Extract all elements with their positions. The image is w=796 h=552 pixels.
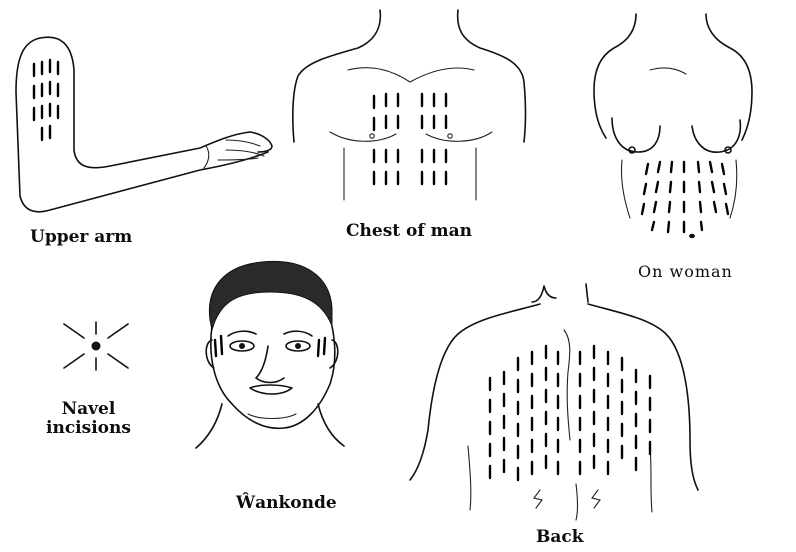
caption-navel-line1: Navel — [46, 400, 131, 419]
caption-chest-of-man: Chest of man — [346, 222, 472, 241]
caption-navel-line2: incisions — [46, 419, 131, 438]
navel-incisions-drawing — [64, 322, 128, 370]
wankonde-head-drawing — [196, 261, 344, 448]
wankonde-facial-scar-marks — [215, 336, 325, 356]
caption-back: Back — [536, 528, 584, 547]
upper-arm-scar-marks — [34, 60, 58, 140]
man-chest-drawing — [293, 10, 526, 200]
caption-upper-arm: Upper arm — [30, 228, 132, 247]
caption-wankonde: Ŵankonde — [236, 494, 337, 513]
woman-abdomen-scar-marks — [642, 162, 728, 232]
caption-navel-incisions: Navel incisions — [46, 400, 131, 438]
caption-on-woman: On woman — [638, 262, 733, 281]
upper-arm-drawing — [16, 37, 272, 212]
back-scar-marks — [490, 346, 650, 508]
back-torso-drawing — [410, 284, 698, 520]
woman-torso-drawing — [594, 14, 752, 238]
